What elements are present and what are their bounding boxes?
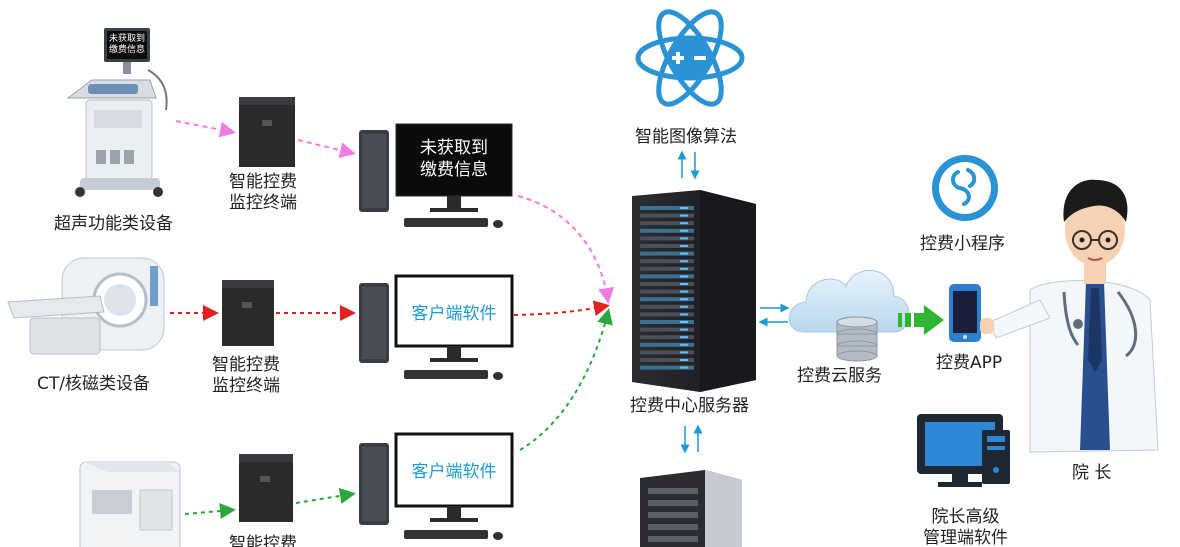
terminal-1-label-line-2: 监控终端 [229,193,297,213]
terminal-2-label-line-1: 智能控费 [212,355,280,375]
workstation-1-screen-line-1: 未获取到 [420,138,488,158]
server-rack-units [640,206,694,370]
algorithm-server-arrows [677,150,700,180]
rack-unit [640,365,694,370]
server-storage-arrows [680,424,703,454]
terminal-2-label: 智能控费 监控终端 [212,355,280,397]
rack-led [680,290,688,293]
terminal-box-1-icon [239,97,295,167]
big-green-arrow-icon [898,305,944,335]
rack-led [680,267,688,270]
rack-unit [640,297,694,302]
smartphone-icon [949,284,981,342]
rack-unit [640,358,694,362]
rack-unit [640,251,694,256]
rack-led [680,298,688,301]
ultrasound-device-label: 超声功能类设备 [54,214,173,234]
rack-led [680,222,688,225]
rack-unit [640,282,694,286]
rack-led [680,260,688,263]
rack-led [680,359,688,361]
rack-led [680,207,688,209]
mini-program-icon [932,155,998,221]
rack-unit [640,274,694,279]
ultrasound-screen-line-2: 缴费信息 [108,45,145,55]
workstation-1-screen: 未获取到 缴费信息 [396,137,512,181]
mini-program-label: 控费小程序 [920,234,1005,254]
rack-unit [640,312,694,317]
rack-led [680,351,688,354]
plus-minus-core [669,37,711,79]
rack-led [680,313,688,316]
rack-led [680,214,688,217]
rack-unit [640,236,694,241]
ultrasound-device-icon [66,28,168,197]
rack-led [680,328,688,331]
server-label: 控费中心服务器 [630,396,749,416]
rack-led [680,283,688,285]
workstation-3-icon [359,432,514,540]
workstation-1-icon [359,123,513,228]
app-label: 控费APP [936,353,1003,373]
rack-unit [640,304,694,309]
storage-tower-icon [640,470,742,547]
admin-software-label-line-1: 院长高级 [931,507,1000,527]
pink-flow-arrows [175,120,614,304]
algorithm-label: 智能图像算法 [635,127,737,147]
cloud-label: 控费云服务 [797,366,882,386]
rack-led [680,275,688,278]
rack-unit [640,342,694,347]
terminal-box-3-icon [239,454,293,522]
rack-unit [640,259,694,264]
rack-led [680,343,688,346]
green-flow-arrows [184,308,613,519]
terminal-1-label-line-1: 智能控费 [229,172,297,192]
rack-unit [640,221,694,226]
admin-software-label: 院长高级 管理端软件 [923,507,1008,547]
terminal-2-label-line-2: 监控终端 [212,376,280,396]
ct-device-label: CT/核磁类设备 [37,374,150,394]
admin-software-label-line-2: 管理端软件 [923,528,1008,547]
rack-led [680,321,688,323]
rack-unit [640,320,694,324]
workstation-2-screen: 客户端软件 [411,304,497,324]
ultrasound-screen-line-1: 未获取到 [108,34,145,44]
director-label: 院 长 [1072,463,1112,483]
rack-unit [640,206,694,210]
doctor-illustration [980,179,1159,453]
rack-led [680,336,688,339]
workstation-3-screen: 客户端软件 [411,462,497,482]
rack-led [680,245,688,247]
rack-unit [640,213,694,218]
rack-led [680,229,688,232]
rack-led [680,366,688,369]
workstation-2-icon [359,274,514,380]
desktop-computer-icon [917,414,1010,487]
lab-analyzer-icon [79,461,181,547]
terminal-3-label-line-1: 智能控费 [229,534,297,547]
rack-led [680,305,688,308]
workstation-1-screen-line-2: 缴费信息 [420,160,488,180]
terminal-1-label: 智能控费 监控终端 [229,172,297,214]
rack-unit [640,244,694,248]
rack-unit [640,266,694,271]
ct-scanner-icon [7,257,165,355]
rack-unit [640,228,694,233]
rack-led [680,252,688,255]
terminal-3-label: 智能控费 [229,534,297,547]
ultrasound-screen-text: 未获取到 缴费信息 [107,34,147,56]
server-cloud-arrows [758,303,790,327]
rack-unit [640,350,694,355]
cloud-database-icon [788,270,910,362]
rack-unit [640,335,694,340]
rack-unit [640,327,694,332]
rack-unit [640,289,694,294]
rack-led [680,237,688,240]
terminal-box-2-icon [222,280,274,346]
